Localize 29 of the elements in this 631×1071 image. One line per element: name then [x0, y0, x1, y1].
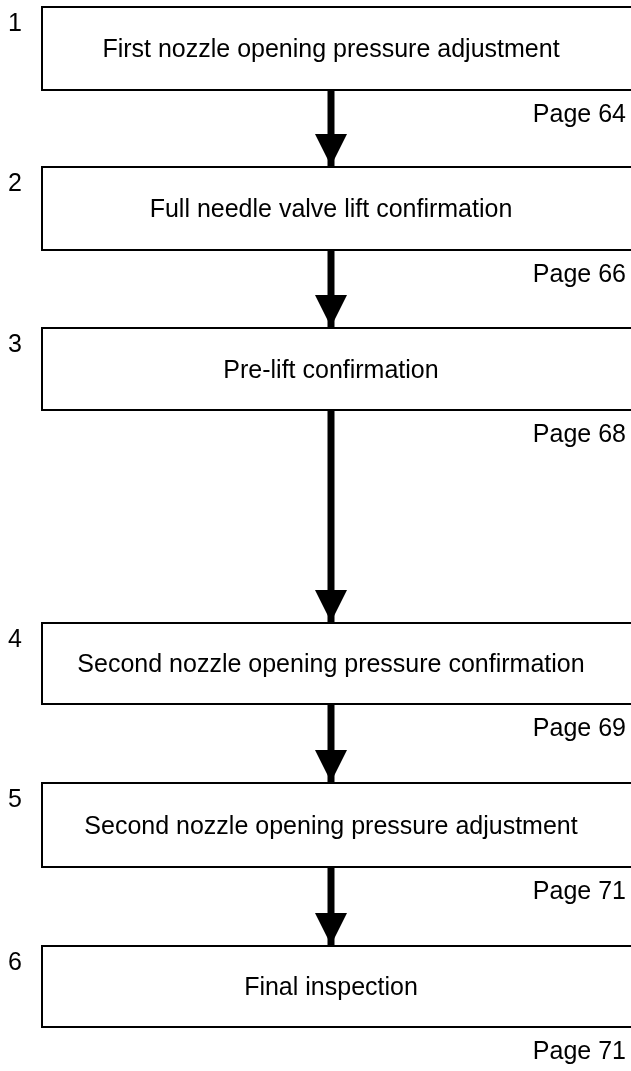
page-reference: Page 66 — [532, 259, 626, 287]
page-reference: Page 69 — [532, 713, 626, 741]
arrow — [315, 411, 347, 622]
process-box — [41, 327, 631, 411]
page-reference: Page 71 — [532, 1036, 626, 1064]
step-text: First nozzle opening pressure adjustment — [101, 33, 561, 64]
page-reference: Page 64 — [532, 99, 626, 127]
step-number: 2 — [8, 168, 22, 196]
page-reference: Page 68 — [532, 419, 626, 447]
page-reference: Page 71 — [532, 876, 626, 904]
step-number: 1 — [8, 8, 22, 36]
step-text: Second nozzle opening pressure confirmation — [76, 648, 586, 679]
step-text: Second nozzle opening pressure adjustment — [83, 809, 579, 841]
step-text: Pre-lift confirmation — [222, 353, 440, 385]
process-box — [41, 782, 631, 868]
step-number: 4 — [8, 624, 22, 652]
step-number: 6 — [8, 947, 22, 975]
process-box — [41, 6, 631, 91]
step-number: 3 — [8, 329, 22, 357]
arrow — [315, 868, 347, 945]
step-text: Final inspection — [243, 971, 419, 1002]
process-box — [41, 166, 631, 251]
arrow — [315, 705, 347, 782]
arrow — [315, 91, 347, 166]
process-box — [41, 622, 631, 705]
arrow — [315, 251, 347, 327]
step-text: Full needle valve lift confirmation — [148, 193, 514, 224]
process-box — [41, 945, 631, 1028]
step-number: 5 — [8, 784, 22, 812]
